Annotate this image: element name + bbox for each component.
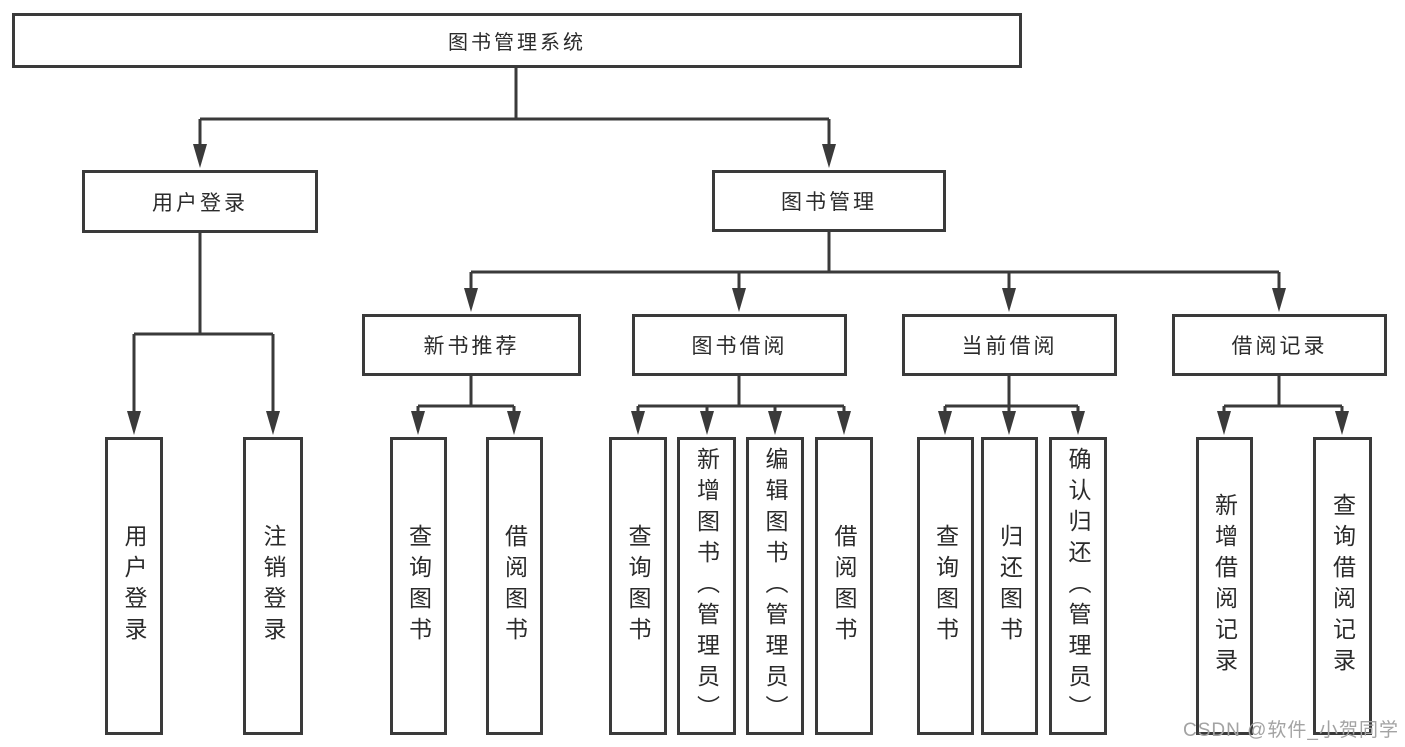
node-borrowing-records: 借阅记录 xyxy=(1172,314,1387,376)
node-leaf-query-borrow-record: 查询借阅记录 xyxy=(1313,437,1372,735)
node-leaf-edit-book-admin: 编辑图书（管理员） xyxy=(746,437,804,735)
node-leaf-query-books-borrowing: 查询图书 xyxy=(609,437,667,735)
node-leaf-user-login: 用户登录 xyxy=(105,437,163,735)
node-library-system: 图书管理系统 xyxy=(12,13,1022,68)
node-leaf-add-borrow-record: 新增借阅记录 xyxy=(1196,437,1253,735)
node-new-book-recommend: 新书推荐 xyxy=(362,314,581,376)
node-user-login: 用户登录 xyxy=(82,170,318,233)
node-leaf-return-book: 归还图书 xyxy=(981,437,1038,735)
node-book-management: 图书管理 xyxy=(712,170,946,232)
node-leaf-borrow-books-recommend: 借阅图书 xyxy=(486,437,543,735)
node-current-borrowing: 当前借阅 xyxy=(902,314,1117,376)
node-leaf-confirm-return-admin: 确认归还（管理员） xyxy=(1049,437,1107,735)
node-leaf-borrow-books: 借阅图书 xyxy=(815,437,873,735)
node-leaf-query-books-recommend: 查询图书 xyxy=(390,437,447,735)
csdn-watermark: CSDN @软件_小贺同学 xyxy=(1183,720,1399,741)
node-leaf-add-book-admin: 新增图书（管理员） xyxy=(677,437,736,735)
node-book-borrowing: 图书借阅 xyxy=(632,314,847,376)
node-leaf-logout: 注销登录 xyxy=(243,437,303,735)
node-leaf-query-books-current: 查询图书 xyxy=(917,437,974,735)
